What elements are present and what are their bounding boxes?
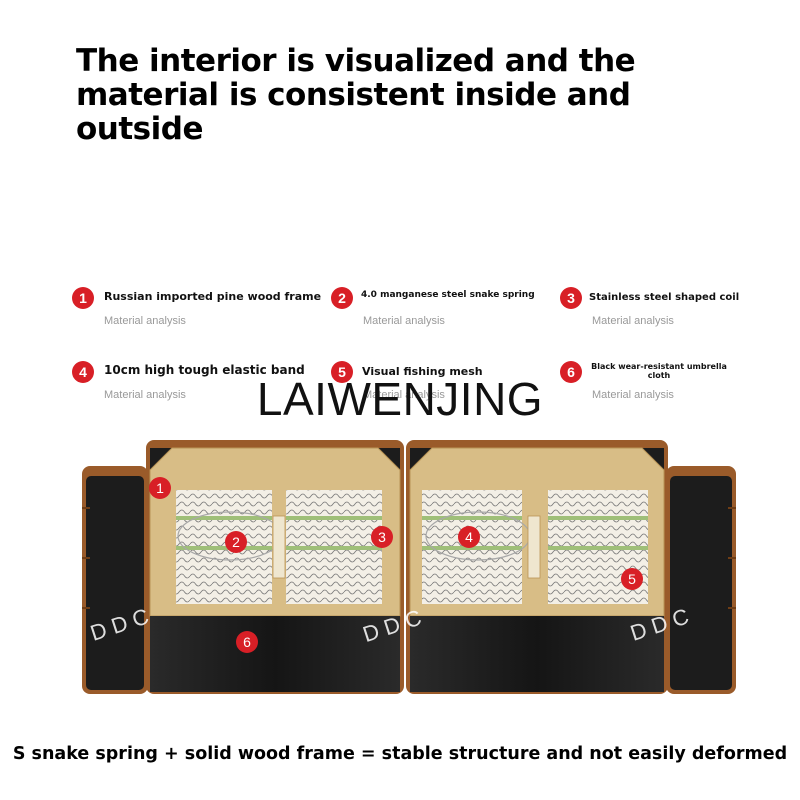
svg-text:1: 1 — [156, 480, 164, 496]
feature-subtitle: Material analysis — [592, 389, 674, 401]
sofa-marker-6: 6 — [236, 631, 258, 653]
sofa-svg: D D C D D C D D C 1 2 3 4 5 6 — [82, 440, 736, 694]
sofa-marker-4: 4 — [458, 526, 480, 548]
feature-subtitle: Material analysis — [104, 389, 186, 401]
headline: The interior is visualized and the mater… — [76, 44, 636, 146]
headline-line-3: outside — [76, 111, 203, 147]
feature-subtitle: Material analysis — [592, 315, 674, 327]
svg-text:3: 3 — [378, 529, 386, 545]
sofa-marker-5: 5 — [621, 568, 643, 590]
feature-title: Russian imported pine wood frame — [104, 290, 322, 303]
feature-number-badge: 4 — [72, 361, 94, 383]
feature-title: Visual fishing mesh — [362, 365, 483, 378]
feature-number-badge: 1 — [72, 287, 94, 309]
feature-number-badge: 6 — [560, 361, 582, 383]
feature-title: Black wear-resistant umbrella cloth — [591, 362, 727, 380]
sofa-marker-1: 1 — [149, 477, 171, 499]
feature-subtitle: Material analysis — [363, 389, 445, 401]
svg-text:2: 2 — [232, 534, 240, 550]
feature-subtitle: Material analysis — [363, 315, 445, 327]
svg-text:5: 5 — [628, 571, 636, 587]
sofa-marker-3: 3 — [371, 526, 393, 548]
svg-text:6: 6 — [243, 634, 251, 650]
sofa-marker-2: 2 — [225, 531, 247, 553]
brand-watermark: LAIWENJING — [256, 373, 544, 425]
caption: S snake spring + solid wood frame = stab… — [12, 744, 788, 764]
feature-number-badge: 5 — [331, 361, 353, 383]
feature-title: 10cm high tough elastic band — [104, 363, 305, 377]
headline-line-2: material is consistent inside and — [76, 77, 631, 113]
feature-number-badge: 3 — [560, 287, 582, 309]
headline-line-1: The interior is visualized and the — [76, 43, 636, 79]
feature-subtitle: Material analysis — [104, 315, 186, 327]
feature-title: Stainless steel shaped coil — [589, 292, 740, 303]
feature-title: 4.0 manganese steel snake spring — [361, 290, 535, 300]
svg-text:4: 4 — [465, 529, 473, 545]
sofa-illustration: D D C D D C D D C 1 2 3 4 5 6 — [80, 436, 740, 698]
feature-number-badge: 2 — [331, 287, 353, 309]
